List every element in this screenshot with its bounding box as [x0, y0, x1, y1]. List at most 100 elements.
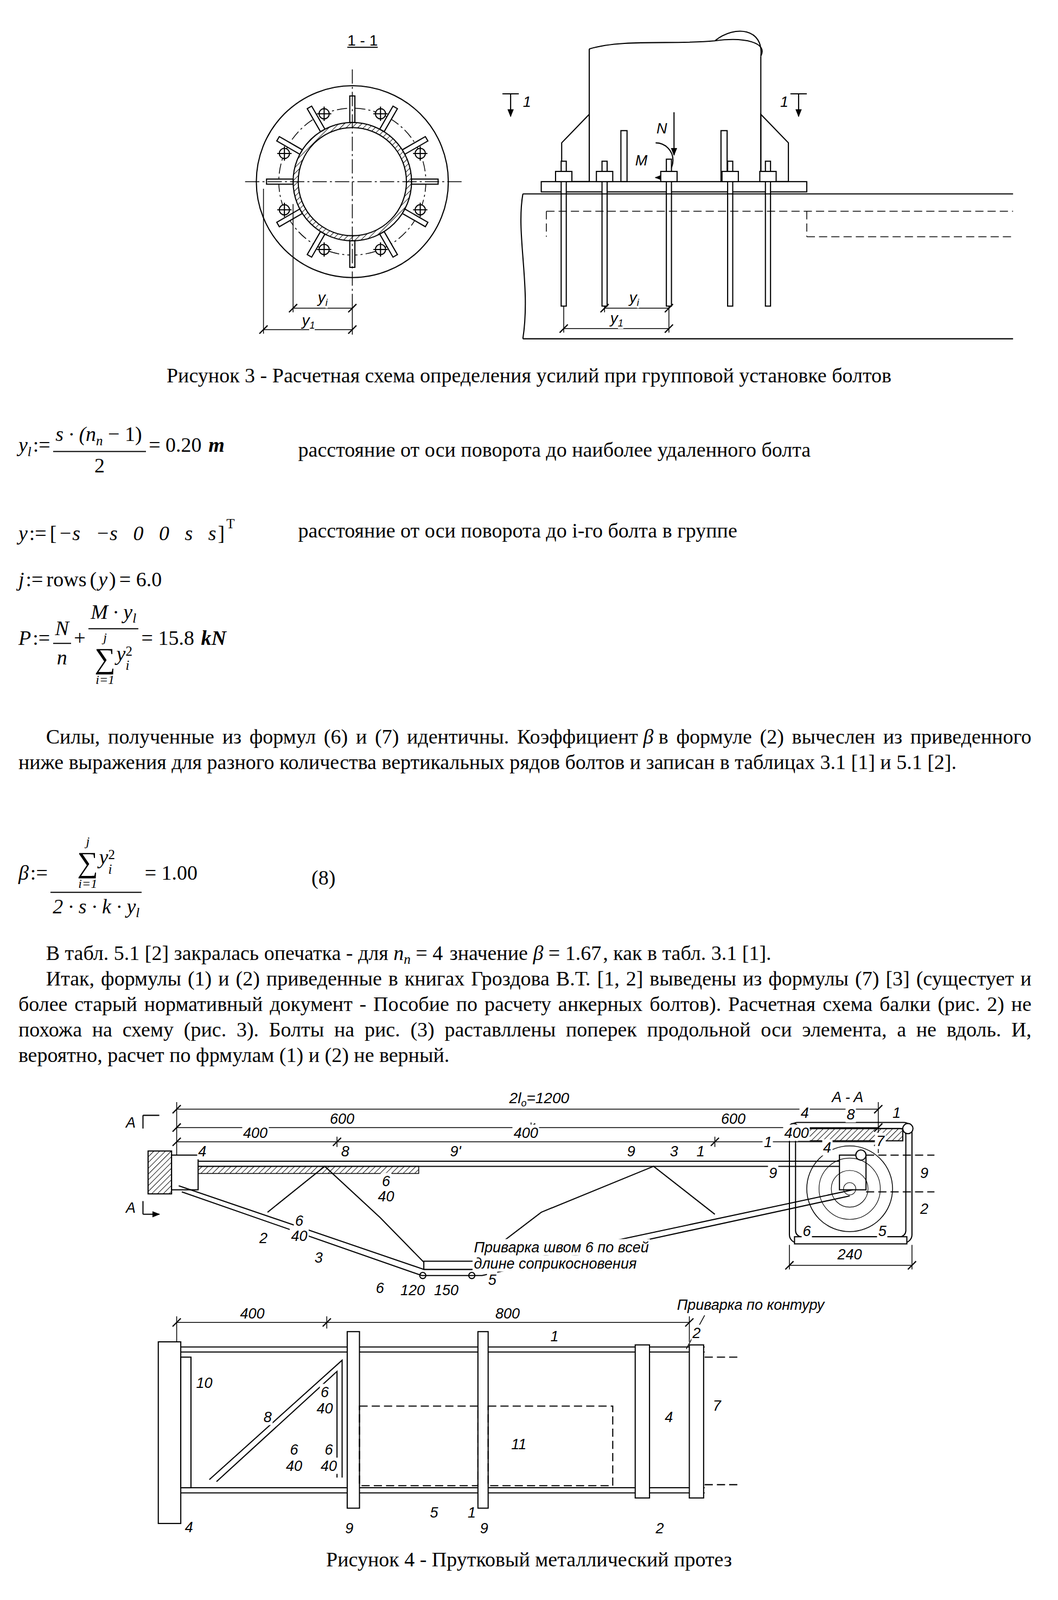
- flange-plan-part: [263, 308, 353, 330]
- text-run: 7: [875, 1133, 886, 1150]
- text-run: Приварка швом 6 по всей: [472, 1239, 650, 1257]
- text-run: 2: [94, 454, 105, 477]
- callout-label: 8: [340, 1144, 351, 1160]
- text-run: 4: [663, 1409, 674, 1426]
- column-base-elevation-part: [798, 93, 800, 117]
- stack-row: j: [94, 631, 116, 645]
- text-run: o: [520, 1098, 527, 1110]
- text-run: 2: [258, 1230, 269, 1247]
- section-mark: 1: [779, 94, 790, 110]
- text-run: 1 - 1: [347, 32, 378, 49]
- prosthesis-plan-part: [488, 1406, 614, 1487]
- text-run: 6: [319, 1384, 330, 1401]
- callout-label: 1: [891, 1105, 902, 1121]
- text-run: i: [325, 297, 328, 309]
- text-run: n: [393, 941, 404, 965]
- text-run: 6: [380, 1173, 392, 1190]
- denominator: j∑i=1y2i: [88, 629, 139, 687]
- flange-plan-part: [245, 181, 462, 183]
- text-run: 4: [799, 1104, 811, 1121]
- callout-label: 6: [319, 1385, 330, 1401]
- bolt-symbol-part: [412, 202, 427, 218]
- text-run: y: [301, 311, 310, 329]
- bolt-symbol-part: [316, 242, 331, 257]
- callout-label: 3: [313, 1250, 324, 1266]
- denominator: 2 · s · k · yl: [50, 893, 142, 922]
- stack-row: i=1: [77, 877, 99, 891]
- stack-row: i=1: [94, 673, 116, 687]
- index-stack: 2i: [125, 644, 133, 674]
- callout-label: 4: [663, 1410, 674, 1425]
- flange-plan-part: [259, 304, 357, 335]
- anchor-bolt: [555, 158, 777, 307]
- callout-label: 40: [319, 1458, 339, 1474]
- column-base-elevation-part: [620, 130, 627, 182]
- text-run: 11: [510, 1436, 528, 1453]
- callout-label: 2: [654, 1521, 665, 1536]
- stack-row: i: [125, 659, 133, 674]
- text-run: 150: [432, 1282, 460, 1299]
- text-run: j: [18, 568, 25, 591]
- stack-row: 2: [107, 848, 116, 863]
- bolt-symbol-part: [277, 202, 292, 218]
- column-base-elevation-part: [563, 306, 669, 333]
- formula-note: расстояние от оси поворота до наиболее у…: [298, 437, 812, 463]
- moment-label: M: [634, 153, 649, 168]
- callout-label: 6: [801, 1224, 812, 1239]
- text-run: M · y: [90, 600, 133, 624]
- column-base-elevation-part: [563, 308, 669, 329]
- text-run: i=1: [78, 876, 98, 891]
- callout-label: A - A: [830, 1090, 865, 1106]
- stack-row: ∑: [77, 848, 99, 878]
- text-run: 1: [762, 1134, 774, 1151]
- text-run: , как в табл. 3.1 [1].: [602, 941, 771, 965]
- text-run: 9: [626, 1143, 637, 1161]
- text-run: N: [55, 616, 69, 640]
- text-run: ): [109, 568, 117, 591]
- force-label: N: [655, 121, 669, 137]
- figure-caption: Рисунок 4 - Прутковый металлический прот…: [326, 1547, 732, 1573]
- text-run: A - A: [830, 1089, 865, 1106]
- section-a-a-part: [819, 1158, 881, 1220]
- text-run: 400: [783, 1125, 811, 1142]
- callout-label: 400: [783, 1126, 811, 1142]
- callout-label: 1: [695, 1144, 706, 1160]
- text-run: (: [89, 568, 97, 591]
- text-run: rows: [46, 568, 87, 591]
- text-run: = 15.8: [141, 626, 195, 650]
- prosthesis-elevation-part: [171, 1155, 199, 1191]
- text-run: 9: [919, 1164, 930, 1182]
- callout-label: 240: [836, 1247, 863, 1263]
- text-run: y: [317, 289, 326, 307]
- text-run: y: [18, 434, 28, 457]
- formula: P:=Nn+M · ylj∑i=1y2i= 15.8kN: [18, 600, 227, 687]
- callout-label: 4: [799, 1105, 811, 1121]
- index-stack: 2i: [107, 848, 116, 878]
- text-run: 240: [836, 1246, 863, 1264]
- numerator: M · yl: [88, 600, 139, 630]
- text-run: = 1.00: [144, 861, 198, 885]
- text-run: l: [27, 444, 32, 460]
- callout-label: 1: [762, 1135, 774, 1151]
- text-run: kN: [201, 626, 227, 650]
- prosthesis-elevation-part: [172, 1105, 883, 1147]
- callout-label: 1: [466, 1506, 477, 1521]
- text-run: l: [132, 611, 137, 627]
- prosthesis-plan-part: [359, 1406, 478, 1487]
- text-run: n: [56, 646, 68, 669]
- text-run: 1: [779, 93, 790, 111]
- formula: yl:=s · (nn− 1)2= 0.20m: [18, 422, 225, 479]
- text-run: 4: [821, 1139, 833, 1156]
- callout-label: 4: [196, 1144, 208, 1160]
- callout-label: 400: [241, 1126, 269, 1142]
- callout-label: 2: [691, 1326, 702, 1342]
- paragraph: Силы, полученные из формул (6) и (7) иде…: [18, 724, 1032, 776]
- text-run: y: [116, 642, 126, 666]
- section-a-a-part: [831, 1170, 869, 1208]
- section-a-a: [785, 1123, 916, 1271]
- text-run: 600: [328, 1110, 356, 1127]
- numerator: s · (nn− 1): [53, 422, 146, 453]
- prosthesis-elevation-part: [171, 1161, 866, 1167]
- text-run: 3: [313, 1249, 324, 1266]
- text-run: 2 · s · k · y: [52, 895, 136, 919]
